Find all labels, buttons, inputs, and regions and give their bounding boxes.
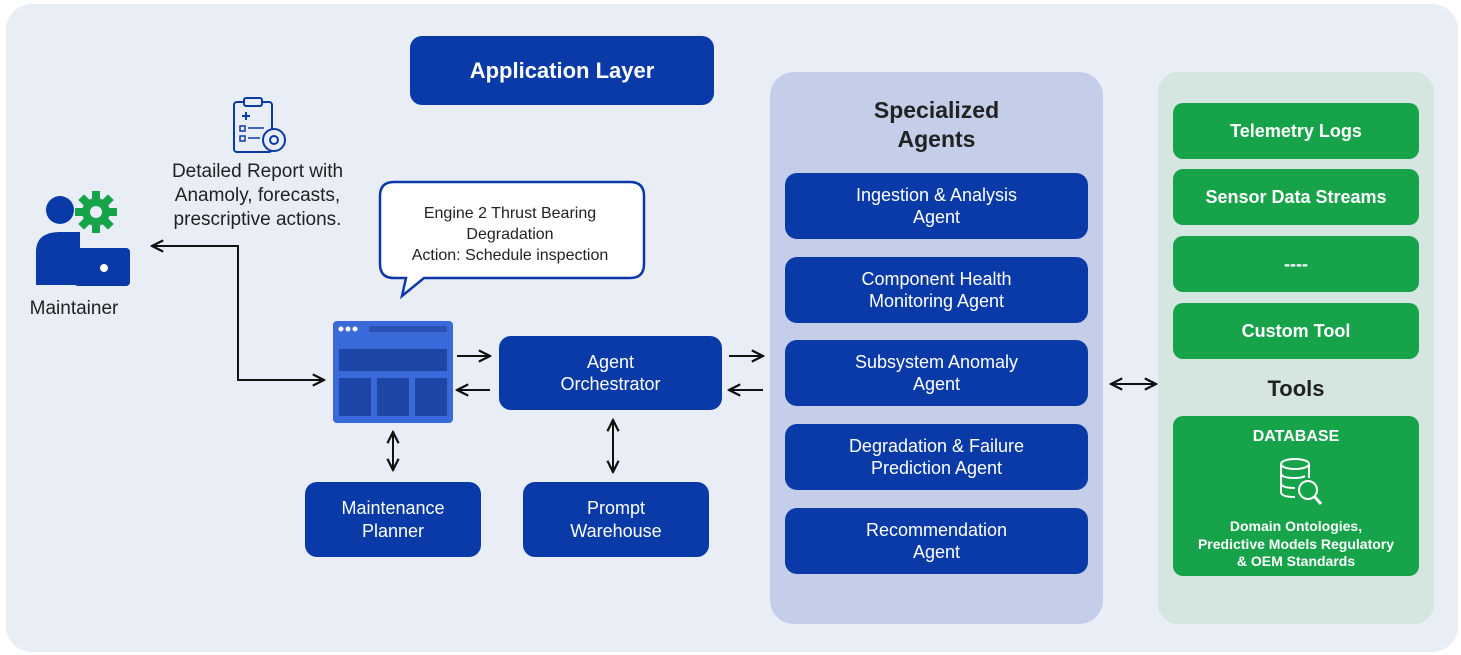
maintainer-icon [36,191,130,286]
agent-label: Degradation & Failure Prediction Agent [848,435,1025,479]
speech-bubble-icon [378,180,646,300]
tool-label: ---- [1284,253,1308,274]
database-description: Domain Ontologies, Predictive Models Reg… [1197,518,1395,569]
agent-label: Recommendation Agent [865,519,1008,563]
tool-telemetry-logs: Telemetry Logs [1173,103,1419,159]
agent-recommendation: Recommendation Agent [785,508,1088,574]
tool-label: Sensor Data Streams [1205,186,1387,207]
database-search-icon [1280,458,1323,505]
agent-label: Component Health Monitoring Agent [861,268,1012,312]
agent-degradation-failure: Degradation & Failure Prediction Agent [785,424,1088,490]
application-layer-label: Application Layer [469,57,655,83]
specialized-agents-title: Specialized Agents [873,97,1000,152]
prompt-warehouse-box: Prompt Warehouse [523,482,709,557]
arrow-maintainer-dashboard [152,246,324,380]
tool-label: Custom Tool [1241,320,1351,341]
agent-label: Subsystem Anomaly Agent [854,351,1019,395]
database-box: DATABASE Domain Ontologies, Predictive M… [1173,416,1419,576]
agent-orchestrator-box: Agent Orchestrator [499,336,722,410]
application-layer-box: Application Layer [410,36,714,105]
maintainer-label: Maintainer [29,298,119,319]
tool-sensor-data-streams: Sensor Data Streams [1173,169,1419,225]
database-title: DATABASE [1252,428,1340,445]
tool-label: Telemetry Logs [1230,120,1362,141]
tools-title: Tools [1267,376,1325,401]
agent-orchestrator-label: Agent Orchestrator [560,351,661,395]
clipboard-report-icon [233,97,286,153]
dashboard-window-icon [333,321,453,423]
bubble-message: Engine 2 Thrust Bearing Degradation Acti… [411,205,609,264]
maintenance-planner-box: Maintenance Planner [305,482,481,557]
agent-component-health: Component Health Monitoring Agent [785,257,1088,323]
maintenance-planner-label: Maintenance Planner [341,498,445,541]
agent-label: Ingestion & Analysis Agent [855,184,1018,228]
tool-placeholder: ---- [1173,236,1419,292]
tool-custom: Custom Tool [1173,303,1419,359]
report-description: Detailed Report with Anamoly, forecasts,… [171,161,344,230]
agent-ingestion-analysis: Ingestion & Analysis Agent [785,173,1088,239]
prompt-warehouse-label: Prompt Warehouse [570,498,662,541]
agent-subsystem-anomaly: Subsystem Anomaly Agent [785,340,1088,406]
